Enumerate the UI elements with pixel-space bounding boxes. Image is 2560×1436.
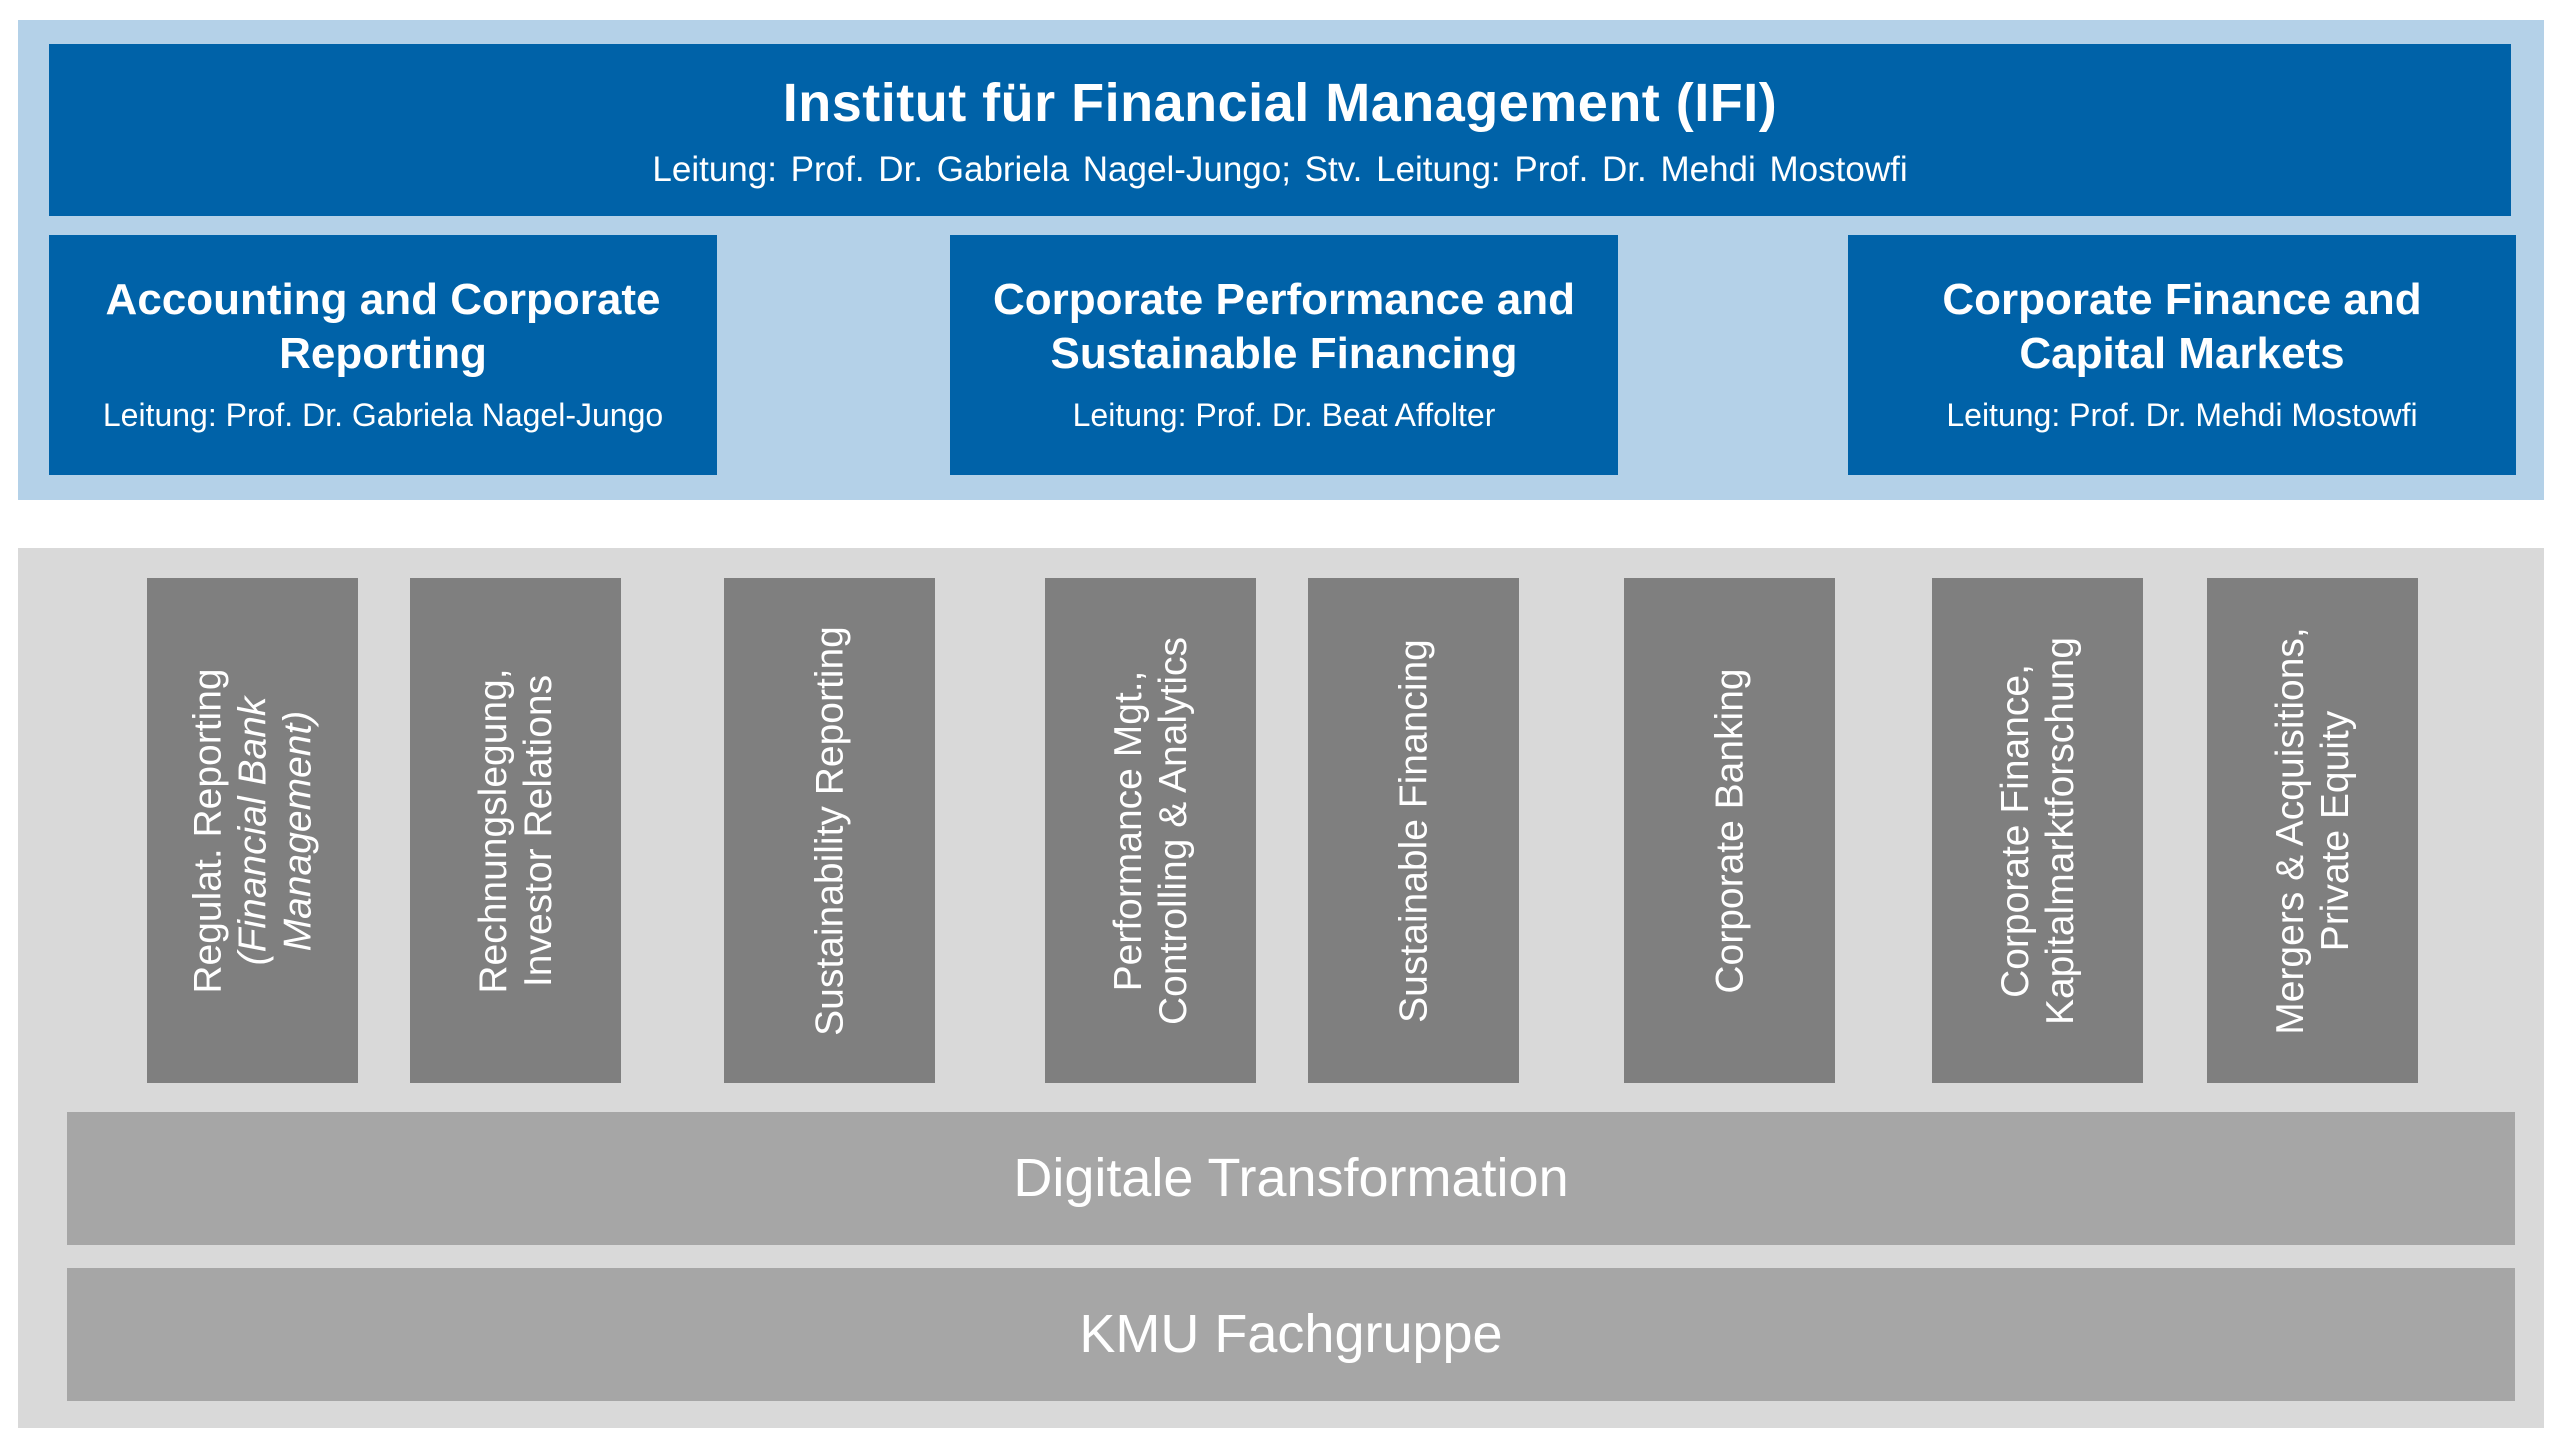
department-lead: Leitung: Prof. Dr. Beat Affolter bbox=[1072, 397, 1496, 433]
department-title-line: Corporate Finance and bbox=[1942, 275, 2422, 324]
department-title-line: Sustainable Financing bbox=[1050, 329, 1518, 378]
institute-title: Institut für Financial Management (IFI) bbox=[782, 73, 1778, 133]
institute-leadership: Leitung: Prof. Dr. Gabriela Nagel-Jungo;… bbox=[652, 150, 1908, 189]
department-accounting: Accounting and Corporate Reporting Leitu… bbox=[49, 235, 717, 475]
competence-label-line: Rechnungslegung, bbox=[471, 667, 515, 994]
competence-label: Performance Mgt., Controlling & Analytic… bbox=[1106, 578, 1196, 1083]
department-title: Corporate Finance and Capital Markets bbox=[1868, 273, 2496, 381]
competence-label-line: (Financial Bank bbox=[231, 696, 274, 965]
department-title-line: Reporting bbox=[279, 329, 487, 378]
competence-label-line: Private Equity bbox=[2313, 710, 2357, 951]
competence-sustainable-financing: Sustainable Financing bbox=[1308, 578, 1519, 1083]
competence-mergers-acquisitions: Mergers & Acquisitions, Private Equity bbox=[2207, 578, 2418, 1083]
competence-performance-mgt: Performance Mgt., Controlling & Analytic… bbox=[1045, 578, 1256, 1083]
department-performance: Corporate Performance and Sustainable Fi… bbox=[950, 235, 1618, 475]
competence-corporate-banking: Corporate Banking bbox=[1624, 578, 1835, 1083]
competence-label-line: Regulat. Reporting bbox=[186, 667, 229, 994]
competence-label: Corporate Banking bbox=[1707, 578, 1752, 1083]
competence-label: Sustainability Reporting bbox=[807, 578, 852, 1083]
competence-label-line: Performance Mgt., bbox=[1106, 670, 1150, 991]
department-corporate-finance: Corporate Finance and Capital Markets Le… bbox=[1848, 235, 2516, 475]
competence-corporate-finance: Corporate Finance, Kapitalmarktforschung bbox=[1932, 578, 2143, 1083]
competence-sustainability-reporting: Sustainability Reporting bbox=[724, 578, 935, 1083]
competence-rechnungslegung: Rechnungslegung, Investor Relations bbox=[410, 578, 621, 1083]
competence-regulatory-reporting: Regulat. Reporting (Financial Bank Manag… bbox=[147, 578, 358, 1083]
competence-label-line: Sustainable Financing bbox=[1392, 638, 1435, 1023]
department-title-line: Corporate Performance and bbox=[993, 275, 1575, 324]
department-title-line: Capital Markets bbox=[2019, 329, 2345, 378]
competence-label: Regulat. Reporting (Financial Bank Manag… bbox=[185, 578, 320, 1083]
competence-label-line: Controlling & Analytics bbox=[1151, 636, 1195, 1025]
competence-label-line: Mergers & Acquisitions, bbox=[2268, 626, 2312, 1035]
cross-section-kmu-fachgruppe: KMU Fachgruppe bbox=[67, 1268, 2515, 1401]
competence-label: Corporate Finance, Kapitalmarktforschung bbox=[1993, 578, 2083, 1083]
department-title: Accounting and Corporate Reporting bbox=[69, 273, 697, 381]
competence-label-line: Kapitalmarktforschung bbox=[2038, 636, 2082, 1025]
department-lead: Leitung: Prof. Dr. Gabriela Nagel-Jungo bbox=[102, 397, 664, 433]
competence-label-line: Management) bbox=[276, 710, 319, 951]
competence-label-line: Corporate Banking bbox=[1708, 667, 1751, 994]
competence-label: Mergers & Acquisitions, Private Equity bbox=[2268, 578, 2358, 1083]
department-title: Corporate Performance and Sustainable Fi… bbox=[970, 273, 1598, 381]
competence-label-line: Corporate Finance, bbox=[1993, 663, 2037, 998]
department-title-line: Accounting and Corporate bbox=[105, 275, 661, 324]
competence-label: Sustainable Financing bbox=[1391, 578, 1436, 1083]
competence-label: Rechnungslegung, Investor Relations bbox=[471, 578, 561, 1083]
department-lead: Leitung: Prof. Dr. Mehdi Mostowfi bbox=[1946, 397, 2418, 433]
competence-label-line: Investor Relations bbox=[516, 674, 560, 987]
institute-header: Institut für Financial Management (IFI) … bbox=[49, 44, 2511, 216]
competence-label-line: Sustainability Reporting bbox=[808, 625, 851, 1036]
cross-section-digital-transformation: Digitale Transformation bbox=[67, 1112, 2515, 1245]
